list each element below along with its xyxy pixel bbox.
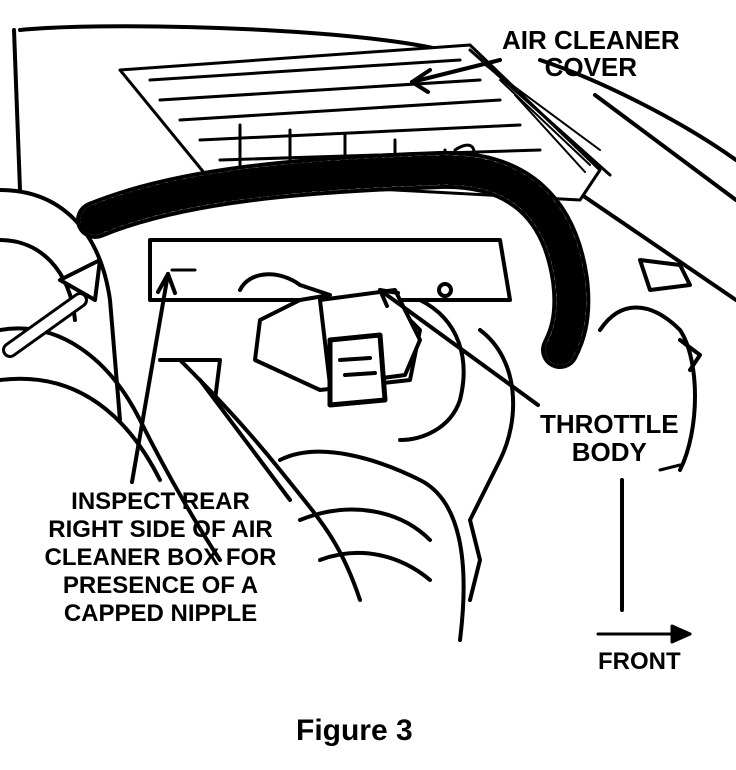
label-line: COVER xyxy=(544,52,638,82)
throttle-body-label: THROTTLE BODY xyxy=(540,410,679,466)
label-line: CAPPED NIPPLE xyxy=(63,600,258,627)
inspect-instruction-label: INSPECT REAR RIGHT SIDE OF AIR CLEANER B… xyxy=(28,488,293,628)
throttle-body-assembly xyxy=(148,238,702,602)
throttle-leader xyxy=(378,288,540,407)
front-arrow-icon xyxy=(596,624,692,644)
wiring-harness xyxy=(76,150,591,369)
left-hoses xyxy=(0,188,466,642)
inspect-leader xyxy=(130,272,170,484)
label-line: AIR CLEANER xyxy=(502,25,680,55)
label-line: CLEANER BOX FOR xyxy=(44,544,277,571)
air-cleaner-cover-label: AIR CLEANER COVER xyxy=(502,27,680,81)
label-line: BODY xyxy=(571,437,647,467)
label-line: INSPECT REAR xyxy=(71,488,250,515)
figure-caption: Figure 3 xyxy=(296,714,413,747)
label-line: RIGHT SIDE OF AIR xyxy=(48,516,273,543)
label-line: PRESENCE OF A xyxy=(62,572,259,599)
label-line: THROTTLE xyxy=(540,409,679,439)
front-direction-label: FRONT xyxy=(598,648,681,675)
leader-lines xyxy=(130,58,682,612)
air-cleaner-leader xyxy=(410,58,502,84)
